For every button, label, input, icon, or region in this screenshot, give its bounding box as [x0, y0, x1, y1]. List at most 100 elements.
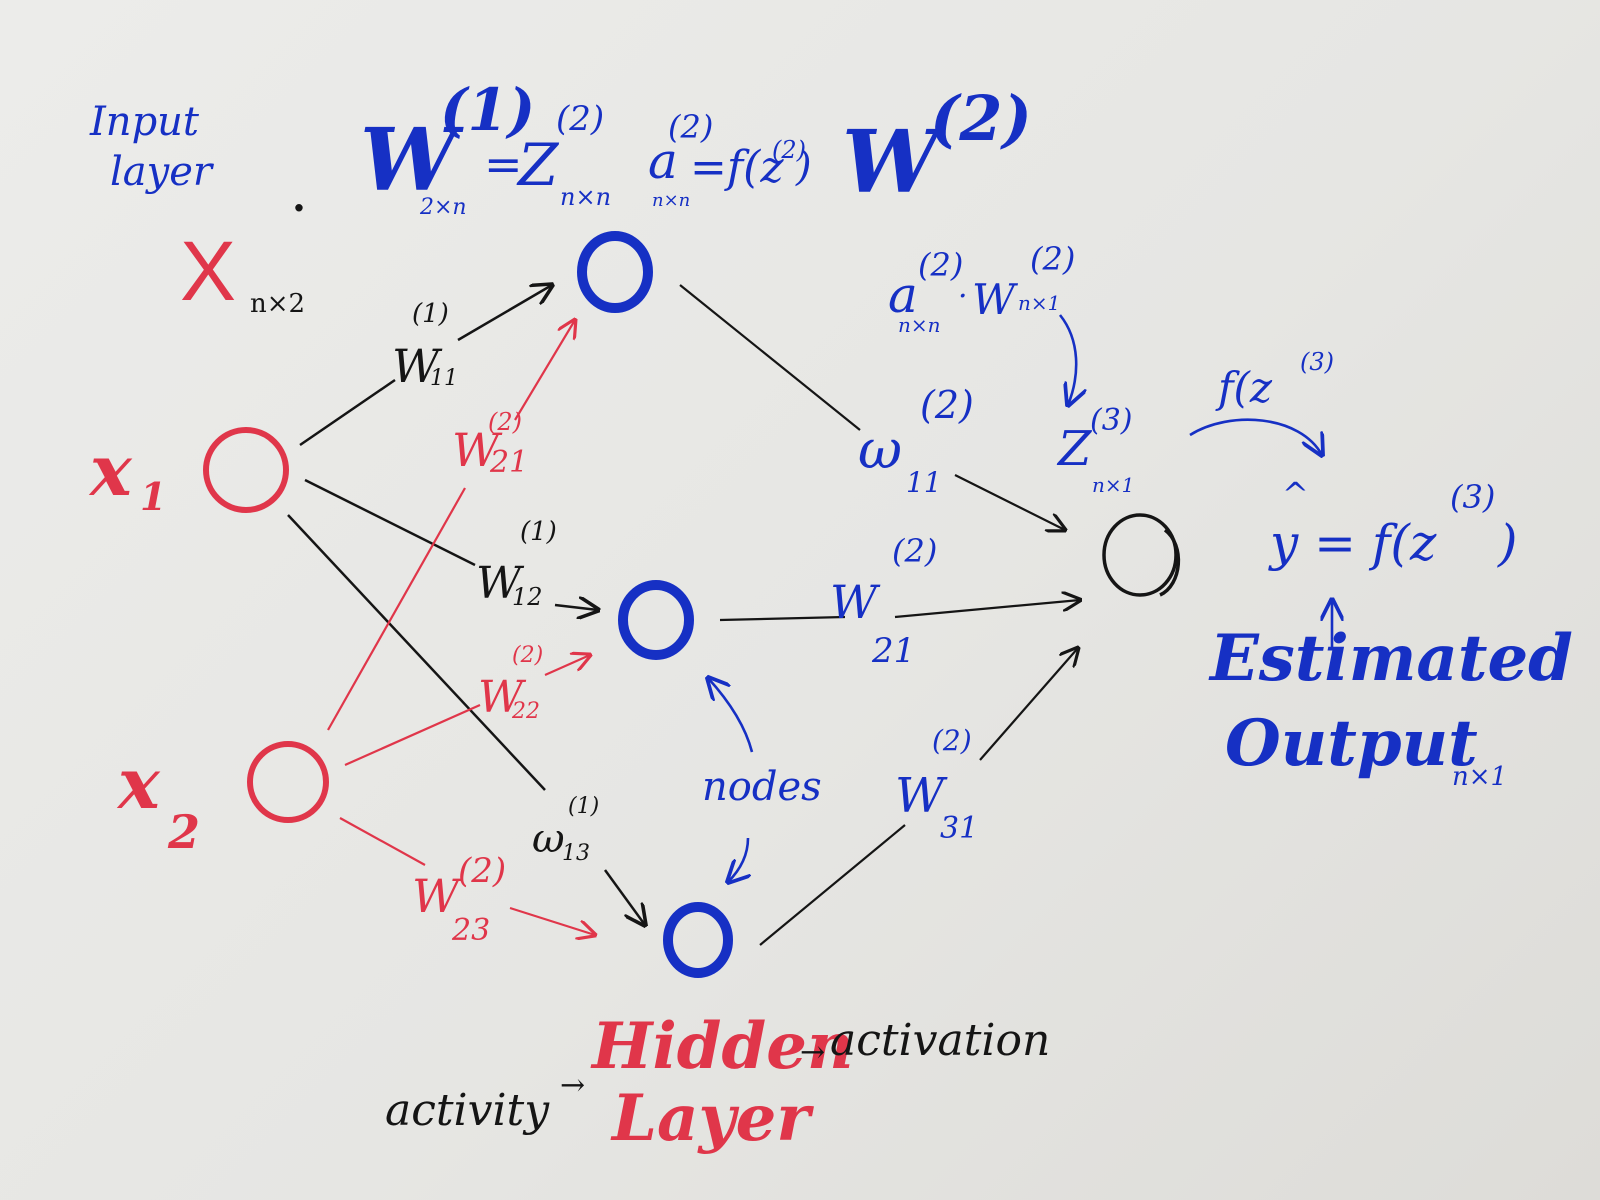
input-node-x2: [247, 741, 329, 823]
adw-dot: ·: [958, 279, 968, 314]
yhat-close: ): [1497, 514, 1518, 572]
equals-sign: =: [484, 137, 523, 191]
output-nodes: [1102, 513, 1180, 597]
w13-1-sup: (1): [568, 794, 599, 819]
w11-1-sub: 11: [430, 366, 458, 391]
w21-out-sub: 21: [871, 631, 915, 671]
w13-1-sub: 13: [562, 841, 590, 866]
layer-word: Layer: [610, 1081, 814, 1156]
a2-rhs-close: ): [795, 144, 812, 190]
input-to-hidden-black-edges: [287, 285, 645, 925]
edge-x1-h1-tail: [457, 285, 552, 342]
estimated-line-2: Output: [1225, 706, 1478, 781]
a2-rhs: =f(z: [690, 142, 784, 193]
a2-sup: (2): [668, 108, 713, 146]
input-nodes: [203, 427, 329, 823]
z2-sup: (2): [556, 99, 604, 139]
hidden-to-output-edges: [679, 284, 1080, 946]
w13-1-base: ω: [532, 816, 565, 862]
z3-label: (3) Z n×1: [1056, 403, 1134, 497]
edge-h3-out-tail: [979, 648, 1078, 761]
edge-x2-h3-tail: [509, 906, 595, 935]
w22-2-base: W: [478, 672, 527, 723]
weight-w21-2: (2) W 21: [452, 408, 528, 480]
w2-base: W: [842, 112, 946, 213]
edge-x2-h1-tail: [514, 320, 575, 421]
hidden-node-3: [663, 902, 733, 978]
dot-operator: ·: [292, 185, 306, 232]
edge-h1-out: [679, 284, 861, 431]
edge-x1-h2-tail: [554, 605, 598, 610]
w21-out-sup: (2): [892, 532, 937, 570]
activity-arrow: →: [560, 1068, 585, 1103]
adw-w-base: W: [972, 275, 1019, 324]
hidden-node-2: [618, 580, 694, 660]
activation-arrow: →: [800, 1035, 825, 1070]
weight-w23-2: (2) W 23: [412, 851, 506, 948]
edge-h2-out-tail: [894, 600, 1080, 619]
weight-w12-1: (1) W 12: [476, 517, 557, 611]
yhat-sup: (3): [1450, 478, 1495, 516]
w31-out-base: W: [895, 768, 948, 824]
estimated-output-label: Estimated Output n×1: [1208, 621, 1573, 792]
w2-sup: (2): [930, 82, 1032, 155]
estimated-sub: n×1: [1452, 762, 1507, 792]
w31-out-sup: (2): [932, 724, 972, 757]
weight-w21-out: (2) W 21: [830, 532, 937, 671]
z3-sub: n×1: [1092, 473, 1134, 497]
w21-out-base: W: [830, 575, 881, 629]
edge-x1-h3: [287, 514, 546, 791]
f-z3-arrow-label: f(z (3): [1215, 348, 1334, 412]
adw-a-sub: n×n: [898, 313, 941, 337]
y-hat-equation: ^ y = f(z (3) ): [1268, 475, 1518, 572]
x1-label-sub: 1: [140, 474, 166, 519]
edge-x1-h2: [304, 478, 476, 567]
edge-x2-h1: [327, 487, 466, 731]
arrow-f-z3: [1189, 418, 1322, 455]
w22-2-sup: (2): [512, 643, 543, 668]
w1-base: W: [360, 110, 464, 211]
x2-label-base: x: [116, 742, 161, 825]
w22-2-sub: 22: [511, 699, 540, 724]
edge-x2-h2-tail: [544, 655, 590, 677]
x1-label-base: x: [88, 429, 133, 512]
annotation-arrows: [708, 314, 1332, 882]
x2-label-sub: 2: [167, 805, 200, 859]
adw-w-sub: n×1: [1018, 291, 1060, 315]
a2-sub: n×n: [652, 190, 690, 211]
weight-w31-out: (2) W 31: [895, 724, 978, 846]
w11-out-sub: 11: [906, 466, 942, 499]
a2-rhs-sup: (2): [772, 136, 806, 164]
w11-out-sup: (2): [920, 383, 974, 427]
hidden-node-1: [577, 231, 653, 313]
w11-1-sup: (1): [412, 299, 449, 329]
yhat-hat: ^: [1282, 475, 1309, 513]
nodes-annotation: nodes: [702, 764, 822, 810]
w31-out-sub: 31: [940, 811, 978, 846]
hidden-layer-caption: activity → Hidden Layer → activation: [385, 1009, 1050, 1156]
input-layer-label-1: Input: [89, 99, 200, 145]
estimated-line-1: Estimated: [1208, 621, 1573, 696]
yhat-eq: y = f(z: [1268, 514, 1437, 572]
z3-base: Z: [1056, 421, 1093, 477]
arrow-nodes-up: [708, 678, 754, 753]
arrow-to-z3: [1058, 314, 1076, 405]
w12-1-sup: (1): [520, 517, 557, 547]
w23-2-base: W: [412, 869, 463, 923]
w12-1-sub: 12: [512, 583, 543, 611]
hidden-word: Hidden: [590, 1009, 854, 1084]
a-dot-w-expression: (2) a n×n · (2) W n×1: [888, 240, 1075, 337]
edge-x2-h3: [339, 817, 426, 866]
z2-sub: n×n: [560, 183, 611, 211]
output-node: [1102, 513, 1178, 597]
w23-2-sub: 23: [451, 913, 490, 948]
weight-w22-2: (2) W 22: [478, 643, 543, 724]
w21-2-sup: (2): [488, 408, 522, 436]
edge-h2-out: [719, 615, 846, 622]
w21-2-sub: 21: [489, 445, 528, 480]
fz3-sup: (3): [1300, 348, 1334, 376]
w1-sub: 2×n: [419, 195, 467, 220]
input-to-hidden-red-edges: [327, 320, 595, 935]
x-matrix-sub: n×2: [250, 289, 305, 319]
